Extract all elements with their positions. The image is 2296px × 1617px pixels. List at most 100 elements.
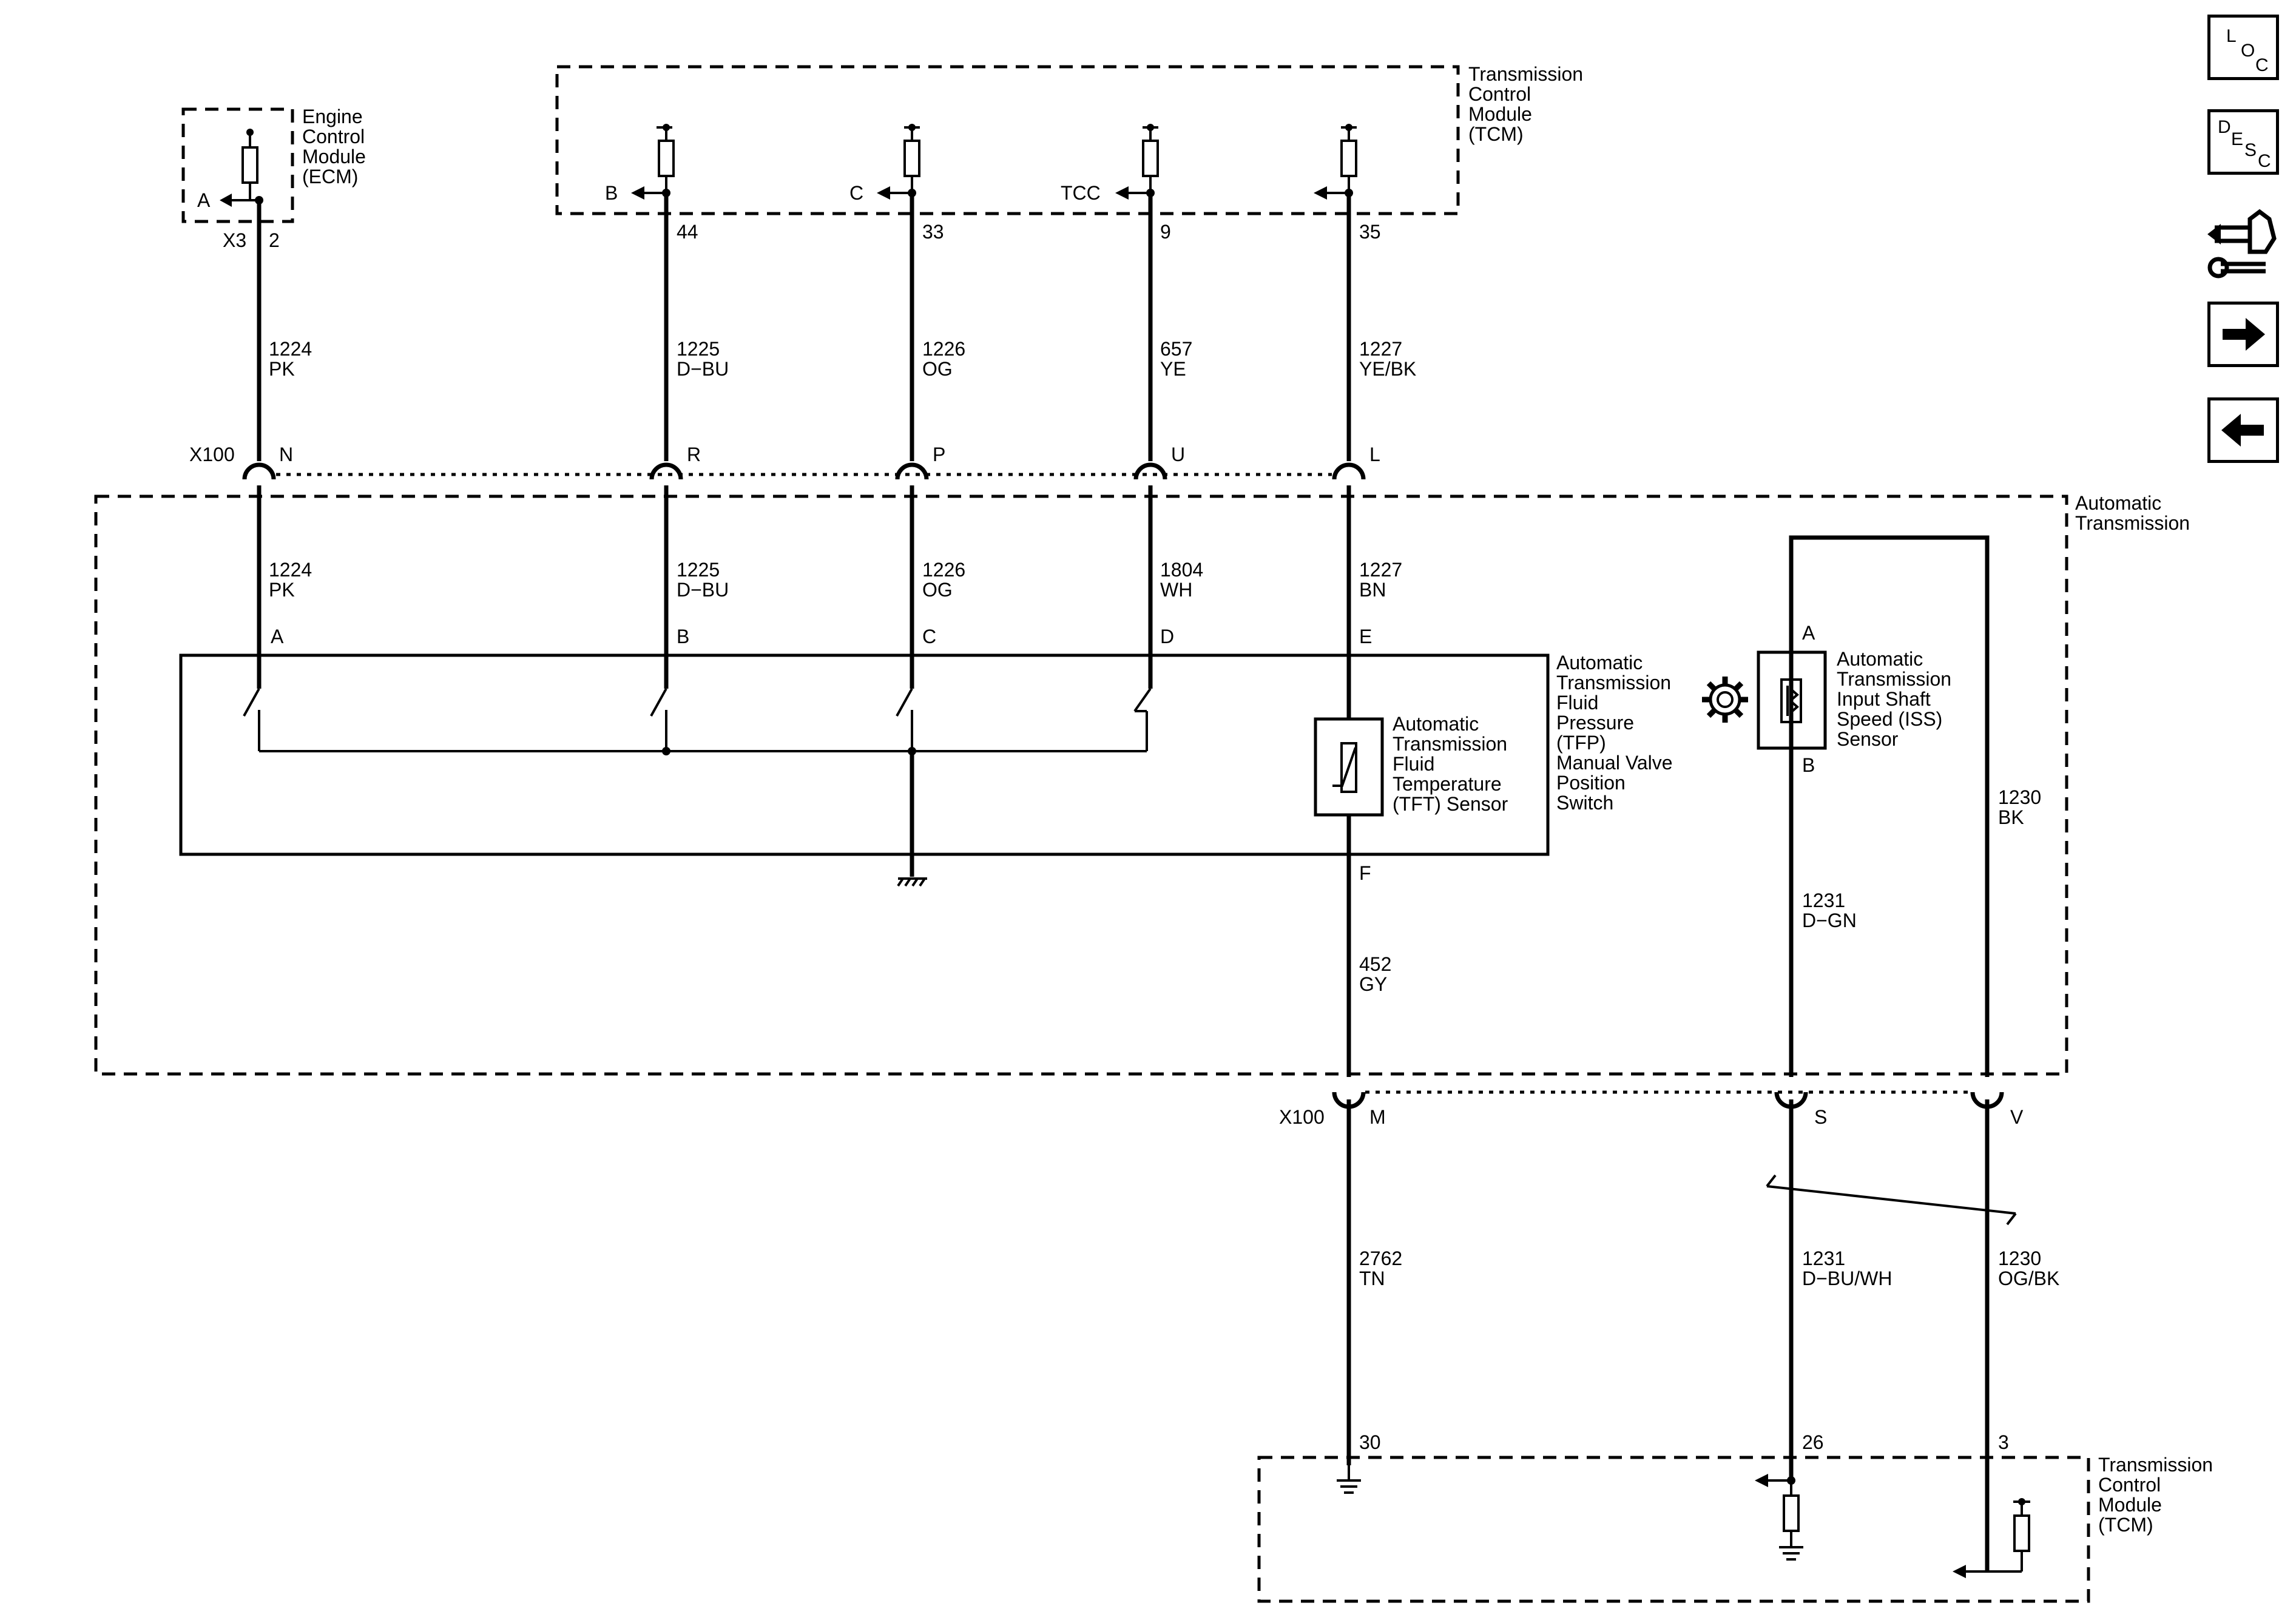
tfp-title-line: Fluid <box>1556 692 1598 714</box>
tcm-bottom-pin: 30 <box>1359 1431 1381 1453</box>
wire-circuit-label: 1226 <box>922 338 965 360</box>
x100-top-pin: L <box>1369 444 1380 465</box>
tcm-top-pin-label: 9 <box>1160 221 1171 243</box>
wire-color-label: OG <box>922 358 953 380</box>
tfp-pin-label: B <box>677 626 689 647</box>
tcm-bottom-title-line: Module <box>2098 1494 2162 1516</box>
wire-circuit-label: 1804 <box>1160 559 1203 581</box>
tcm-bottom-module: Transmission Control Module (TCM) 30 26 … <box>1257 1431 2213 1603</box>
wire-color-label: D−GN <box>1802 910 1857 931</box>
arrow-left-icon <box>2221 414 2264 447</box>
iss-pin-label: A <box>1802 622 1815 644</box>
iss-sensor: A B Automatic Transmission Input Shaft S… <box>1702 535 2041 1077</box>
resistor-icon <box>1783 1494 1800 1532</box>
ecm-pin-label: 2 <box>269 229 280 251</box>
ecm-title-line: (ECM) <box>302 166 358 187</box>
connector-pin-icon <box>1332 462 1366 480</box>
switch-contact-icon <box>650 688 667 717</box>
chassis-ground-icon <box>897 877 927 887</box>
wire-color-label: TN <box>1359 1268 1385 1289</box>
connector-pin-icon <box>649 462 683 480</box>
ecm-signal-label: A <box>197 189 211 211</box>
wire-circuit-label: 1230 <box>1998 1247 2041 1269</box>
tfp-pin-label: F <box>1359 862 1371 884</box>
wire-color-label: YE <box>1160 358 1186 380</box>
auto-trans-boundary <box>94 495 2068 1076</box>
switch-contact-icon <box>896 688 913 717</box>
x100-top-pin: R <box>687 444 701 465</box>
thermistor-slash-icon <box>1332 747 1357 787</box>
ecm-signal-arrow-icon <box>220 194 232 207</box>
tfp-title-line: Manual Valve <box>1556 752 1673 774</box>
ecm-title-line: Module <box>302 146 366 167</box>
wire-circuit-label: 1225 <box>677 559 720 581</box>
automatic-transmission: Automatic Transmission <box>94 492 2190 1076</box>
tcm-top-pin-label: 35 <box>1359 221 1381 243</box>
tft-title-line: Automatic <box>1393 713 1479 735</box>
tfp-title-line: Switch <box>1556 792 1613 814</box>
iss-title-line: Input Shaft <box>1837 688 1931 710</box>
tft-sensor: Automatic Transmission Fluid Temperature… <box>1314 655 1508 1077</box>
forward-button[interactable] <box>2207 302 2279 367</box>
wire-color-label: D−BU <box>677 358 729 380</box>
tcm-top-title-line: Module <box>1468 103 1532 125</box>
tft-title-line: Fluid <box>1393 753 1434 775</box>
connector-tools-button[interactable] <box>2207 203 2279 282</box>
tfp-title-line: Pressure <box>1556 712 1634 734</box>
tcm-top-pin-label: 44 <box>677 221 698 243</box>
tft-title-line: Temperature <box>1393 773 1502 795</box>
tcm-top-resistor-c: C 33 <box>849 124 944 243</box>
wire-color-label: YE/BK <box>1359 358 1416 380</box>
wire-circuit-label: 2762 <box>1359 1247 1402 1269</box>
resistor-icon <box>1340 140 1357 177</box>
x100-bottom-connector: X100 M S V <box>1279 1090 2024 1128</box>
location-button[interactable]: L O C <box>2207 15 2279 80</box>
ecm-resistor-icon <box>241 146 258 184</box>
connector-pin-icon <box>895 462 929 480</box>
resistor-icon <box>658 140 675 177</box>
wire-color-label: OG/BK <box>1998 1268 2059 1289</box>
desc-letter: E <box>2231 129 2244 149</box>
ecm-boundary <box>181 107 294 223</box>
tfp-title-line: Position <box>1556 772 1626 794</box>
x100-bottom-pin: M <box>1369 1106 1386 1128</box>
wire-circuit-label: 1225 <box>677 338 720 360</box>
wire-color-label: OG <box>922 579 953 601</box>
tfp-pin-label: D <box>1160 626 1174 647</box>
iss-title-line: Transmission <box>1837 668 1951 690</box>
wire-circuit-label: 1230 <box>1998 786 2041 808</box>
wire-color-label: PK <box>269 579 295 601</box>
tcm-top-resistor-tcc: TCC 9 <box>1061 124 1171 243</box>
lower-wires: 1224 PK 1225 D−BU 1226 OG 1804 WH 1227 B… <box>257 485 1402 655</box>
hall-sensor-icon <box>1780 678 1802 723</box>
auto-trans-title-line: Automatic <box>2075 492 2161 514</box>
wire-circuit-label: 1226 <box>922 559 965 581</box>
wire-circuit-label: 1231 <box>1802 890 1845 911</box>
back-button[interactable] <box>2207 397 2279 463</box>
wire-circuit-label: 1227 <box>1359 338 1402 360</box>
iss-title-line: Automatic <box>1837 648 1923 670</box>
upper-wires: 1224 PK 1225 D−BU 1226 OG 657 YE 1227 YE… <box>257 193 1416 461</box>
ecm-module: Engine Control Module (ECM) A X3 2 <box>181 106 366 251</box>
x100-bottom-pin: S <box>1814 1106 1827 1128</box>
tcm-top-signal-label: B <box>605 182 618 204</box>
iss-title-line: Sensor <box>1837 728 1899 750</box>
signal-arrow-icon <box>1314 186 1327 200</box>
tcm-bottom-title-line: Control <box>2098 1474 2161 1496</box>
connector-pin-icon <box>242 462 276 480</box>
x100-top-pin: N <box>279 444 293 465</box>
loc-letter: C <box>2255 55 2269 75</box>
signal-arrow-icon <box>1755 1474 1768 1487</box>
wire-color-label: WH <box>1160 579 1192 601</box>
tcm-top-module: Transmission Control Module (TCM) B 44 <box>555 63 1583 243</box>
wire-circuit-label: 1227 <box>1359 559 1402 581</box>
tfp-title-line: Automatic <box>1556 652 1643 673</box>
signal-arrow-icon <box>877 186 890 200</box>
ecm-connector-label: X3 <box>223 229 246 251</box>
description-button[interactable]: D E S C <box>2207 109 2279 175</box>
gear-icon <box>1702 677 1748 723</box>
tcm-top-signal-label: TCC <box>1061 182 1101 204</box>
wire-color-label: D−BU/WH <box>1802 1268 1892 1289</box>
twisted-pair-icon <box>1766 1185 2016 1215</box>
loc-letter: L <box>2226 26 2237 46</box>
